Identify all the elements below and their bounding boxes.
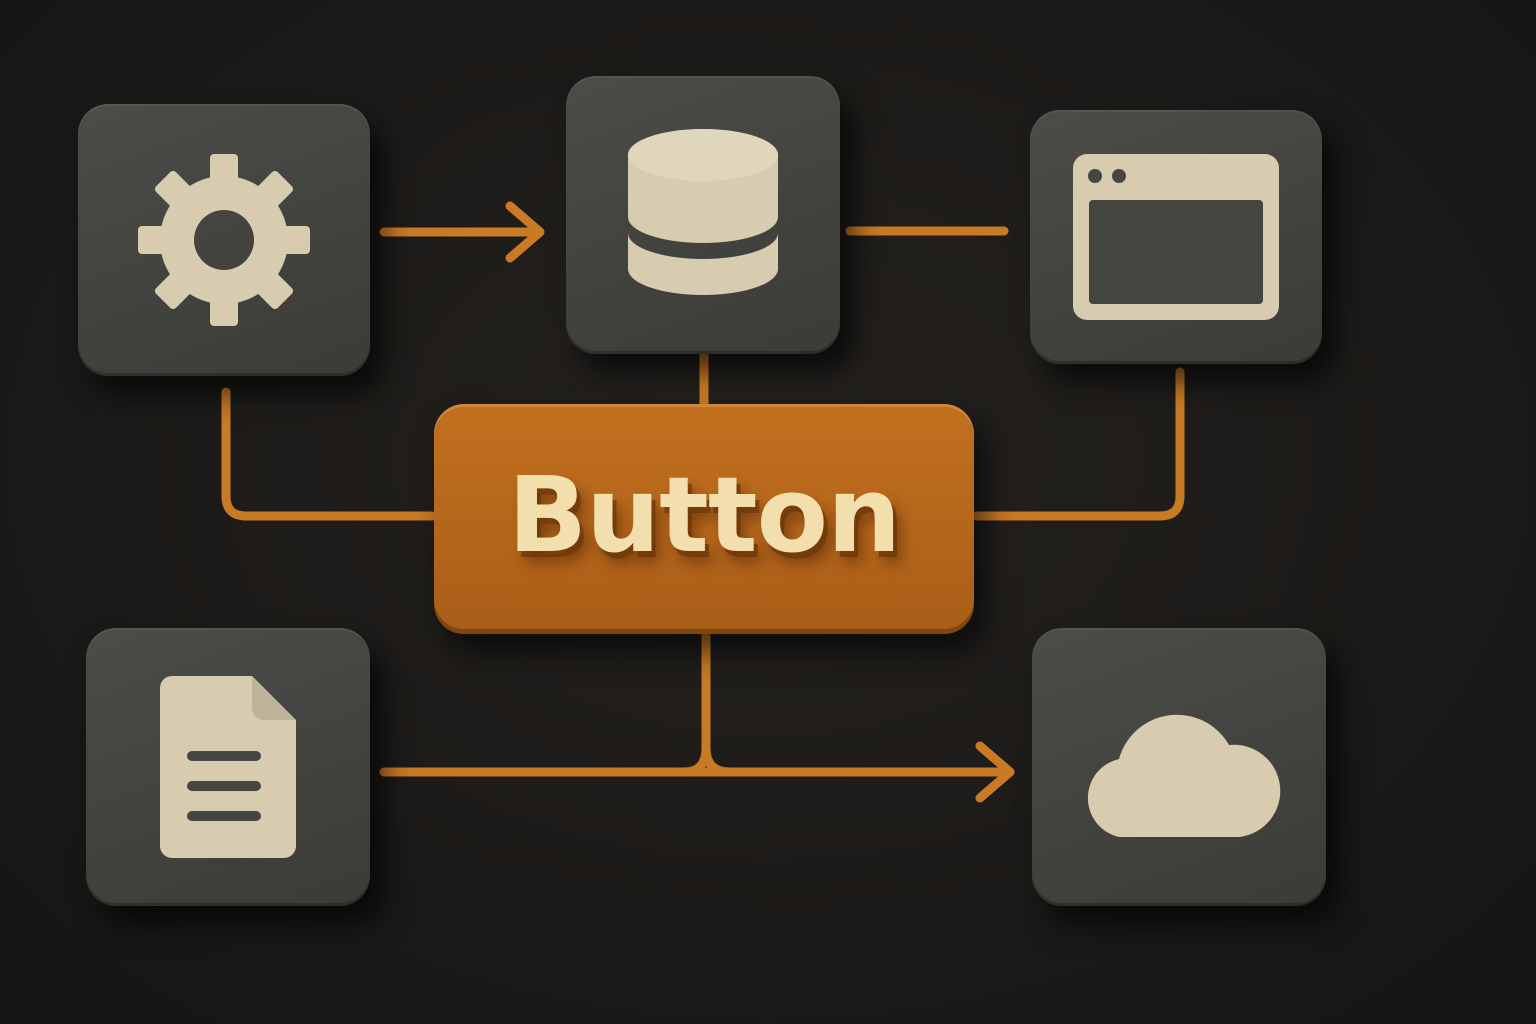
cloud-icon (1087, 714, 1281, 837)
settings-node[interactable] (78, 104, 370, 376)
database-node[interactable] (566, 76, 840, 354)
arrowhead-settings-database (505, 201, 545, 263)
window-dot-1 (1088, 169, 1102, 183)
database-icon (628, 129, 778, 295)
window-dot-2 (1112, 169, 1126, 183)
window-node[interactable] (1030, 110, 1322, 364)
arrowhead-document-cloud (975, 741, 1015, 803)
connector-settings-button (221, 387, 437, 521)
gear-icon (138, 154, 310, 326)
main-button[interactable]: Button (434, 404, 974, 634)
connector-window-button (971, 367, 1185, 521)
button-label: Button (507, 454, 901, 576)
document-node[interactable] (86, 628, 370, 906)
browser-window-icon (1073, 154, 1279, 320)
document-icon (160, 676, 296, 858)
cloud-node[interactable] (1032, 628, 1326, 906)
